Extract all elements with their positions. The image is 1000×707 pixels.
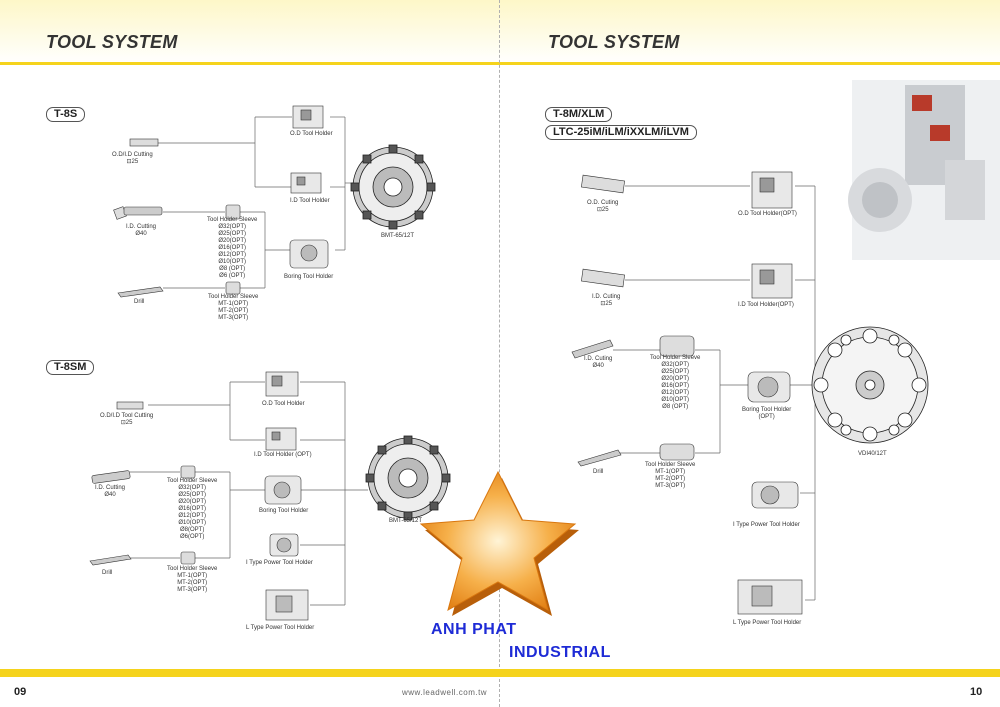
t8s-drill-label: Drill xyxy=(134,299,145,305)
t8m-drill-label: Drill xyxy=(593,469,604,475)
page-title-left: TOOL SYSTEM xyxy=(46,32,178,52)
turret-vdi40 xyxy=(811,326,929,444)
t8s-od-holder-label: O.D Tool Holder xyxy=(290,131,333,137)
t8s-turret-label: BMT-65/12T xyxy=(381,233,415,239)
t8s-mt-sleeve-list: Tool Holder Sleeve MT-1(OPT)MT-2(OPT)MT-… xyxy=(208,294,259,321)
t8m-id-holder-label: I.D Tool Holder(OPT) xyxy=(738,302,794,308)
t8sm-turret-label: BMT-65/12T xyxy=(389,518,423,524)
machine-photo xyxy=(848,80,1000,260)
t8sm-od-id-cutting-label: O.D/I.D Tool Cutting⊡25 xyxy=(100,413,154,426)
footer-rule-left xyxy=(0,669,500,677)
t8s-od-id-cutting-label: O.D/I.D Cutting⊡25 xyxy=(112,152,153,165)
page-number-right: 10 xyxy=(970,686,983,698)
section-label-t8m: T-8M/XLM xyxy=(545,107,613,122)
footer-rule-right xyxy=(500,669,1000,677)
t8m-mt-sleeve-list: Tool Holder Sleeve MT-1(OPT)MT-2(OPT)MT-… xyxy=(645,462,696,489)
section-label-t8sm: T-8SM xyxy=(46,360,95,375)
t8sm-sleeve-list: Tool Holder Sleeve Ø32(OPT)Ø25(OPT) Ø20(… xyxy=(167,478,218,540)
t8m-id-cutting-sq-label: I.D. Cuting⊡25 xyxy=(592,294,621,307)
t8sm-mt-sleeve-list: Tool Holder Sleeve MT-1(OPT)MT-2(OPT)MT-… xyxy=(167,566,218,593)
t8s-id-holder-label: I.D Tool Holder xyxy=(290,198,330,204)
page-fold-divider xyxy=(499,0,500,707)
header-rule-left xyxy=(0,62,500,65)
page-title-right: TOOL SYSTEM xyxy=(548,32,680,52)
watermark-text-line2: INDUSTRIAL xyxy=(509,644,611,661)
turret-bmt65-bottom xyxy=(365,435,451,521)
t8m-turret-label: VDI40/12T xyxy=(858,451,887,457)
t8s-boring-holder-label: Boring Tool Holder xyxy=(284,274,334,280)
t8m-od-holder-label: O.D Tool Holder(OPT) xyxy=(738,211,797,217)
header-band-right xyxy=(500,0,1000,64)
t8sm-l-power-label: L Type Power Tool Holder xyxy=(246,625,315,631)
t8sm-id-holder-label: I.D Tool Holder (OPT) xyxy=(254,452,312,458)
t8m-l-power-label: L Type Power Tool Holder xyxy=(733,620,802,626)
watermark-text-line1: ANH PHAT xyxy=(431,621,517,638)
t8sm-drill-label: Drill xyxy=(102,570,113,576)
t8sm-od-holder-label: O.D Tool Holder xyxy=(262,401,305,407)
t8sm-i-power-label: I Type Power Tool Holder xyxy=(246,560,313,566)
header-rule-right xyxy=(500,62,1000,65)
t8m-i-power-label: I Type Power Tool Holder xyxy=(733,522,800,528)
page-number-left: 09 xyxy=(14,686,27,698)
section-label-ltc25: LTC-25iM/iLM/iXXLM/iLVM xyxy=(545,125,697,140)
t8m-boring-holder-label: Boring Tool Holder(OPT) xyxy=(742,407,792,420)
turret-bmt65-top xyxy=(350,144,436,230)
section-label-t8s: T-8S xyxy=(46,107,86,122)
watermark-star-icon xyxy=(419,470,579,616)
header-band-left xyxy=(0,0,500,64)
t8sm-boring-holder-label: Boring Tool Holder xyxy=(259,508,309,514)
t8m-od-cutting-label: O.D. Cuting⊡25 xyxy=(587,200,619,213)
t8s-sleeve-list: Tool Holder Sleeve Ø32(OPT)Ø25(OPT) Ø20(… xyxy=(207,217,258,279)
t8m-sleeve-list: Tool Holder Sleeve Ø32(OPT)Ø25(OPT) Ø20(… xyxy=(650,355,701,410)
footer-website: www.leadwell.com.tw xyxy=(402,688,488,697)
